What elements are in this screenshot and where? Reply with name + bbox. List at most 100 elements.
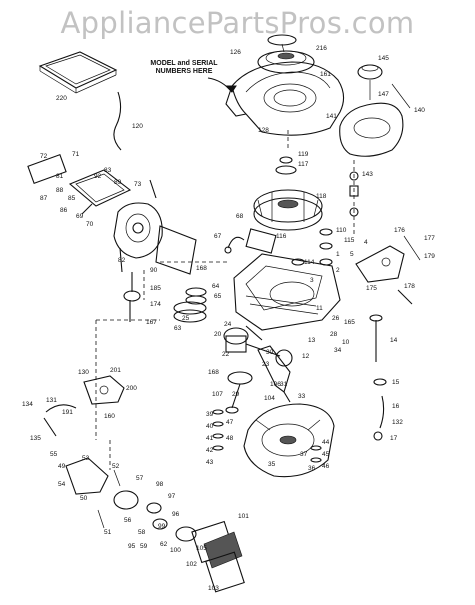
callout: 104	[264, 395, 275, 402]
callout: 31	[280, 381, 288, 388]
callout: 120	[132, 123, 143, 130]
dipstick	[369, 314, 387, 441]
callout: 30	[266, 349, 274, 356]
callout: 132	[392, 419, 403, 426]
spark-plug	[123, 272, 141, 302]
callout: 70	[86, 221, 94, 228]
callout: 115	[344, 237, 355, 244]
callout: 40	[206, 423, 214, 430]
callout: 53	[82, 455, 90, 462]
callout: 2	[336, 267, 340, 274]
callout: 100	[170, 547, 181, 554]
callout: 4	[364, 239, 368, 246]
callout-labels: 220 120 128 216 161 126 140 145 147 141 …	[22, 45, 435, 592]
callout: 47	[226, 419, 234, 426]
rod-part	[113, 91, 122, 151]
callout: 33	[298, 393, 306, 400]
callout: 102	[186, 561, 197, 568]
guide-lines	[95, 130, 289, 470]
callout: 56	[124, 517, 132, 524]
callout: 24	[224, 321, 232, 328]
callout: 67	[214, 233, 222, 240]
callout: 59	[140, 543, 148, 550]
oil-sump	[243, 403, 335, 478]
callout: 201	[110, 367, 121, 374]
callout: 17	[390, 435, 398, 442]
callout: 71	[72, 151, 80, 158]
callout: 145	[378, 55, 389, 62]
callout: 176	[394, 227, 405, 234]
callout: 81	[56, 173, 64, 180]
callout: 62	[160, 541, 168, 548]
callout: 103	[208, 585, 219, 592]
callout: 55	[50, 451, 58, 458]
callout: 96	[172, 511, 180, 518]
callout: 97	[168, 493, 176, 500]
callout: 165	[344, 319, 355, 326]
callout: 175	[366, 285, 377, 292]
callout: 106	[270, 381, 281, 388]
callout: 131	[46, 397, 57, 404]
callout: 101	[238, 513, 249, 520]
callout: 23	[262, 361, 270, 368]
callout: 167	[146, 319, 157, 326]
callout: 5	[350, 251, 354, 258]
callout: 29	[232, 391, 240, 398]
piston-rings	[173, 287, 207, 323]
callout: 10	[342, 339, 350, 346]
callout: 95	[128, 543, 136, 550]
callout: 12	[302, 353, 310, 360]
callout: 90	[150, 267, 158, 274]
callout: 99	[158, 523, 166, 530]
callout: 39	[206, 411, 214, 418]
callout: 1	[336, 251, 340, 258]
callout: 200	[126, 385, 137, 392]
callout: 73	[134, 181, 142, 188]
callout: 216	[316, 45, 327, 52]
callout: 82	[118, 257, 126, 264]
callout: 85	[68, 195, 76, 202]
recoil-starter	[257, 34, 315, 74]
callout: 92	[94, 173, 102, 180]
carburetor-assembly	[27, 154, 197, 275]
callout: 220	[56, 95, 67, 102]
callout: 161	[320, 71, 331, 78]
callout: 118	[316, 193, 327, 200]
callout: 52	[112, 463, 120, 470]
callout: 11	[316, 305, 323, 312]
filter-plate	[38, 51, 118, 94]
callout: 22	[222, 351, 230, 358]
flywheel	[253, 156, 323, 231]
callout: 147	[378, 91, 389, 98]
callout: 89	[114, 179, 122, 186]
callout: 160	[104, 413, 115, 420]
callout: 105	[196, 545, 207, 552]
callout: 13	[308, 337, 316, 344]
callout: 63	[174, 325, 182, 332]
callout: 51	[104, 529, 112, 536]
callout: 72	[40, 153, 48, 160]
callout: 43	[206, 459, 214, 466]
callout: 16	[392, 403, 400, 410]
callout: 42	[206, 447, 214, 454]
callout: 44	[322, 439, 330, 446]
watermark: AppliancePartsPros.com	[60, 6, 415, 40]
callout: 119	[298, 151, 309, 158]
callout: 48	[226, 435, 234, 442]
callout: 168	[196, 265, 207, 272]
callout: 130	[78, 369, 89, 376]
callout: 15	[392, 379, 400, 386]
callout: 20	[214, 331, 222, 338]
callout: 50	[80, 495, 88, 502]
callout: 141	[326, 113, 337, 120]
screw-parts	[81, 179, 157, 322]
callout: 143	[362, 171, 373, 178]
piston-rod	[223, 327, 293, 367]
callout: 46	[322, 463, 330, 470]
callout: 134	[22, 401, 33, 408]
callout: 35	[268, 461, 276, 468]
callout: 36	[308, 465, 316, 472]
callout: 177	[424, 235, 435, 242]
engine-block	[233, 253, 341, 331]
